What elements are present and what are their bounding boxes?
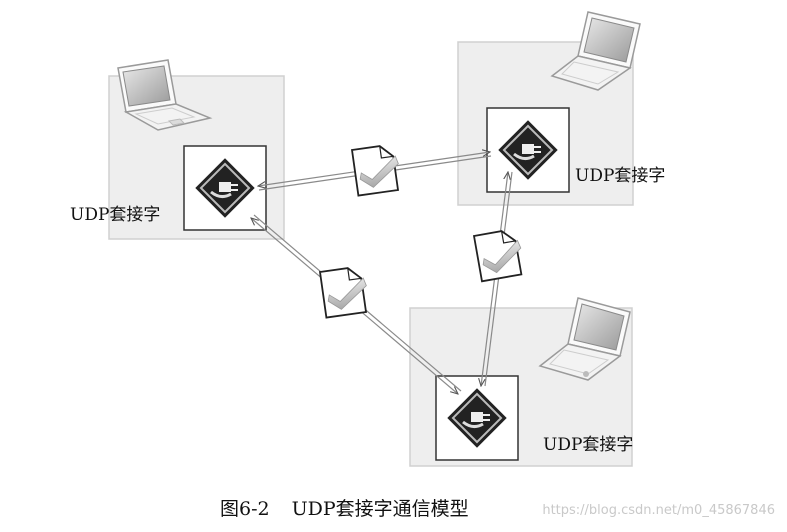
- socket-label-left: UDP套接字: [70, 205, 161, 225]
- packet-document-icon: [472, 230, 523, 283]
- figure-caption: 图6-2 UDP套接字通信模型: [220, 494, 469, 521]
- socket-label-bottom: UDP套接字: [543, 435, 634, 455]
- figure-number: 图6-2: [220, 498, 270, 520]
- packet-document-icon: [350, 145, 400, 197]
- socket-box-bottom: [435, 375, 519, 461]
- socket-box-left: [183, 145, 267, 231]
- laptop-icon: [550, 11, 641, 91]
- socket-label-right: UDP套接字: [575, 166, 666, 186]
- watermark: https://blog.csdn.net/m0_45867846: [542, 503, 775, 518]
- packet-document-icon: [318, 267, 368, 319]
- laptop-icon: [538, 297, 631, 381]
- figure-title: UDP套接字通信模型: [291, 498, 469, 520]
- socket-box-right: [486, 107, 570, 193]
- laptop-icon: [117, 59, 213, 131]
